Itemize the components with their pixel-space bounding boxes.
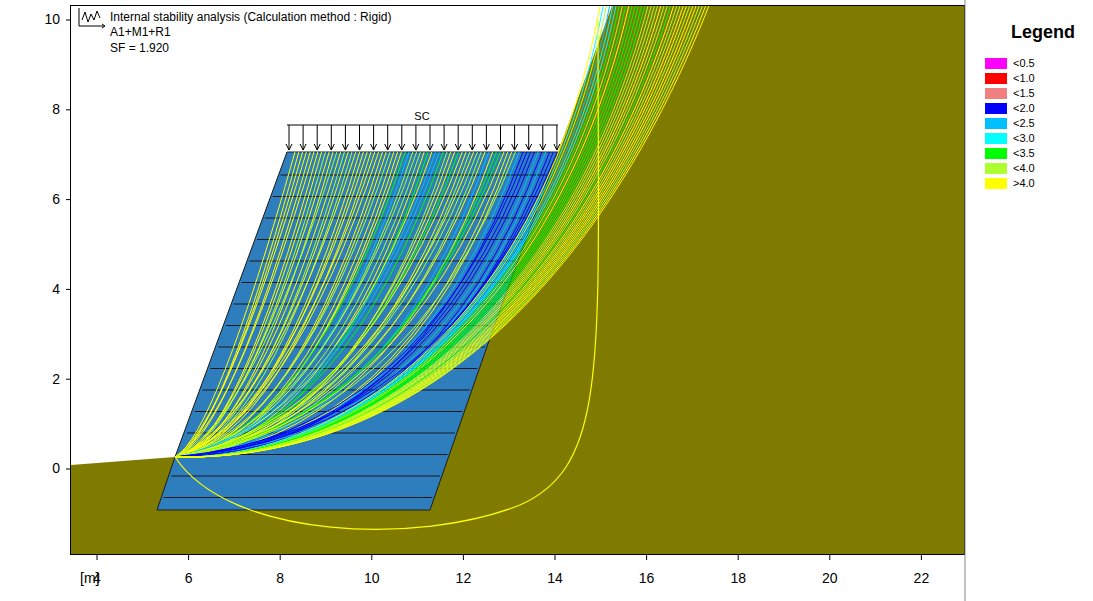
legend-text: <4.0 <box>1013 161 1035 175</box>
y-tick: 6 <box>52 192 60 207</box>
critical-circle <box>175 20 599 529</box>
legend-swatch <box>985 133 1007 144</box>
y-tick: 8 <box>52 102 60 117</box>
legend-swatch <box>985 58 1007 69</box>
y-tick: 10 <box>44 12 60 27</box>
x-tick: 8 <box>276 571 284 586</box>
x-tick: 10 <box>364 571 380 586</box>
slip-surfaces <box>175 6 709 457</box>
legend-swatch <box>985 163 1007 174</box>
legend-swatch <box>985 178 1007 189</box>
x-tick: 12 <box>456 571 472 586</box>
y-tick: 0 <box>52 461 60 476</box>
x-tick: 6 <box>185 571 193 586</box>
analysis-title: Internal stability analysis (Calculation… <box>110 10 391 24</box>
legend-text: <2.0 <box>1013 101 1035 115</box>
x-tick: 22 <box>914 571 930 586</box>
surcharge-label: SC <box>414 110 429 122</box>
safety-factor: SF = 1.920 <box>110 42 169 55</box>
x-tick: 20 <box>822 571 838 586</box>
legend-text: <3.5 <box>1013 146 1035 160</box>
load-combination: A1+M1+R1 <box>110 26 171 39</box>
y-tick: 2 <box>52 372 60 387</box>
legend-divider <box>965 0 966 601</box>
legend-swatch <box>985 118 1007 129</box>
surcharge-arrows <box>286 125 560 150</box>
axis-ticks <box>66 20 921 560</box>
legend-text: <1.0 <box>1013 71 1035 85</box>
x-tick: 4 <box>93 571 101 586</box>
plot-frame <box>71 6 965 555</box>
legend-swatch <box>985 73 1007 84</box>
legend-text: <1.5 <box>1013 86 1035 100</box>
x-tick: 14 <box>547 571 563 586</box>
legend-text: <0.5 <box>1013 56 1035 70</box>
y-tick: 4 <box>52 282 60 297</box>
legend-text: <3.0 <box>1013 131 1035 145</box>
legend-text: >4.0 <box>1013 176 1035 190</box>
x-tick: 18 <box>730 571 746 586</box>
x-tick: 16 <box>639 571 655 586</box>
legend-swatch <box>985 103 1007 114</box>
legend-heading: Legend <box>1011 23 1075 43</box>
legend-swatch <box>985 148 1007 159</box>
legend-text: <2.5 <box>1013 116 1035 130</box>
ground-soil <box>71 6 964 554</box>
analysis-icon <box>79 8 105 28</box>
legend-swatch <box>985 88 1007 99</box>
